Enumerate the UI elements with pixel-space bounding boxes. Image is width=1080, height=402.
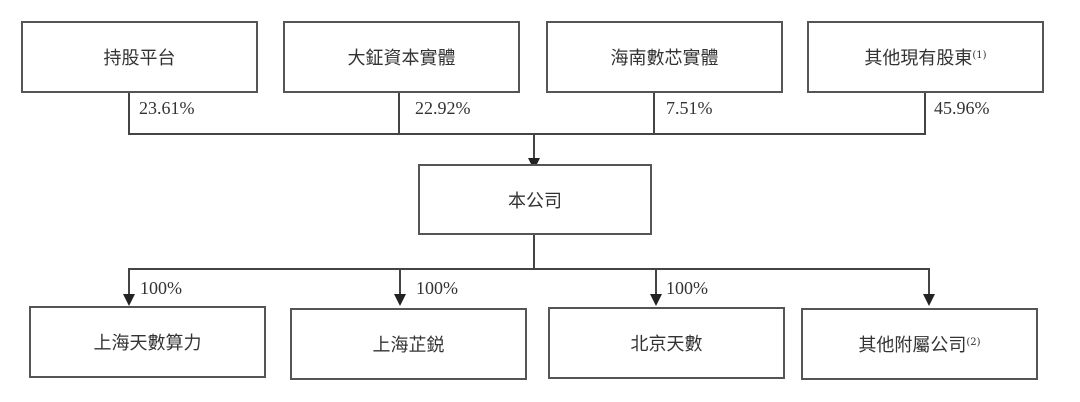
company-name: 本公司 [508, 190, 562, 212]
ownership-percent: 100% [140, 278, 182, 298]
subsidiary-box: 上海天數算力 [29, 306, 266, 378]
ownership-percent: 100% [666, 278, 708, 298]
ownership-percent: 100% [416, 278, 458, 298]
subsidiary-box: 上海芷鋭 [290, 308, 527, 380]
shareholder-name: 持股平台 [103, 48, 176, 69]
subsidiary-name: 上海天數算力 [93, 333, 202, 354]
subsidiary-box: 北京天數 [548, 307, 785, 379]
shareholder-box: 大鉦資本實體 [283, 21, 520, 93]
shareholding-percent: 45.96% [934, 98, 990, 118]
subsidiary-box: 其他附屬公司(2) [801, 308, 1038, 380]
company-box: 本公司 [418, 164, 652, 235]
shareholding-percent: 7.51% [666, 98, 713, 118]
arrow-head [123, 294, 135, 306]
shareholder-box: 其他現有股東(1) [807, 21, 1044, 93]
shareholder-name: 海南數芯實體 [610, 48, 719, 69]
arrow-head [923, 294, 935, 306]
subsidiary-name: 其他附屬公司 [858, 335, 967, 356]
footnote-marker: (1) [972, 49, 987, 61]
shareholding-percent: 23.61% [139, 98, 195, 118]
arrow-head [650, 294, 662, 306]
shareholder-box: 海南數芯實體 [546, 21, 783, 93]
shareholder-box: 持股平台 [21, 21, 258, 93]
subsidiary-name: 北京天數 [630, 334, 703, 355]
subsidiary-name: 上海芷鋭 [372, 335, 445, 356]
shareholding-percent: 22.92% [415, 98, 471, 118]
shareholder-name: 大鉦資本實體 [347, 48, 456, 69]
shareholder-name: 其他現有股東 [864, 48, 973, 69]
arrow-head [394, 294, 406, 306]
footnote-marker: (2) [966, 336, 981, 348]
